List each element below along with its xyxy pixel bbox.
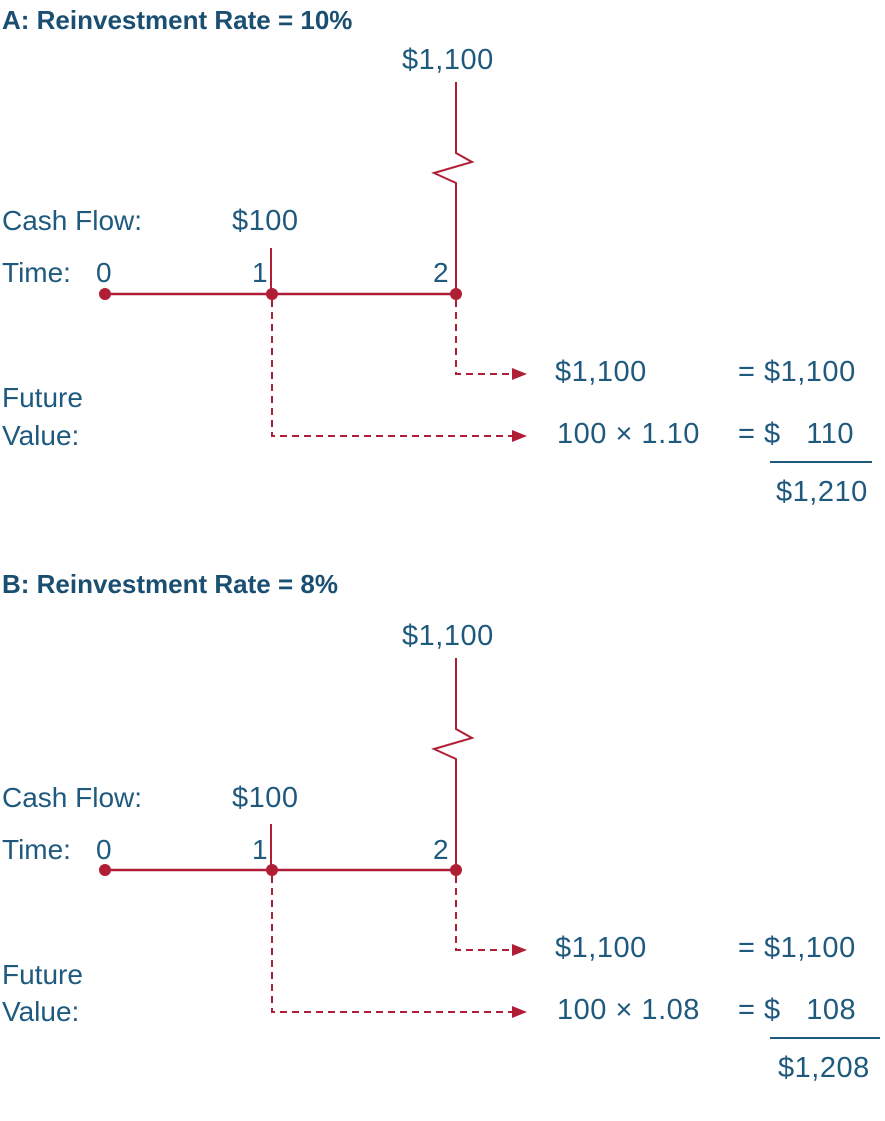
time-point-0 [99, 864, 111, 876]
arrowhead-row1 [512, 944, 527, 956]
small-cash-flow-label: $100 [232, 782, 299, 814]
time-label-2: 2 [433, 834, 449, 865]
time-point-2 [450, 864, 462, 876]
big-cash-flow-label: $1,100 [402, 44, 494, 76]
future-value-label-line1: Future [2, 959, 83, 990]
time-point-0 [99, 288, 111, 300]
time-label-0: 0 [96, 834, 112, 865]
cash-flow-line-2 [431, 658, 475, 870]
small-cash-flow-label: $100 [232, 205, 299, 237]
fv-row1-result: = $1,100 [738, 932, 856, 964]
time-label-2: 2 [433, 257, 449, 288]
fv-row2-result: = $ 108 [738, 994, 857, 1026]
fv-row1-expression: $1,100 [555, 932, 647, 964]
arrowhead-row2 [512, 1006, 527, 1018]
fv-row2-expression: 100 × 1.08 [557, 994, 700, 1026]
time-label-1: 1 [252, 257, 268, 288]
panel-a: A: Reinvestment Rate = 10% $1,100 Cash F… [0, 0, 885, 545]
timeline-diagram-a [99, 82, 872, 463]
fv-total: $1,208 [778, 1052, 870, 1084]
time-point-2 [450, 288, 462, 300]
time-row-label: Time: [2, 257, 71, 288]
cash-flow-row-label: Cash Flow: [2, 782, 143, 813]
fv-row2-expression: 100 × 1.10 [557, 418, 700, 450]
dashed-arrow-row1 [455, 876, 512, 951]
timeline-diagram-b [99, 658, 880, 1039]
dashed-arrow-row2 [271, 876, 512, 1013]
dashed-arrow-row2 [271, 300, 512, 437]
arrowhead-row1 [512, 368, 527, 380]
panel-heading: A: Reinvestment Rate = 10% [2, 5, 353, 35]
panel-b: B: Reinvestment Rate = 8% $1,100 Cash Fl… [0, 569, 885, 1121]
arrowhead-row2 [512, 430, 527, 442]
fv-row1-result: = $1,100 [738, 356, 856, 388]
panel-heading: B: Reinvestment Rate = 8% [2, 569, 338, 599]
fv-row1-expression: $1,100 [555, 356, 647, 388]
fv-total: $1,210 [776, 476, 868, 508]
future-value-label-line1: Future [2, 382, 83, 413]
future-value-label-line2: Value: [2, 420, 80, 451]
dashed-arrow-row1 [455, 300, 512, 375]
cash-flow-line-2 [431, 82, 475, 294]
time-row-label: Time: [2, 834, 71, 865]
future-value-label-line2: Value: [2, 996, 80, 1027]
time-label-0: 0 [96, 257, 112, 288]
time-point-1 [266, 864, 278, 876]
fv-row2-result: = $ 110 [738, 418, 855, 450]
time-label-1: 1 [252, 834, 268, 865]
time-point-1 [266, 288, 278, 300]
cash-flow-row-label: Cash Flow: [2, 205, 143, 236]
big-cash-flow-label: $1,100 [402, 620, 494, 652]
